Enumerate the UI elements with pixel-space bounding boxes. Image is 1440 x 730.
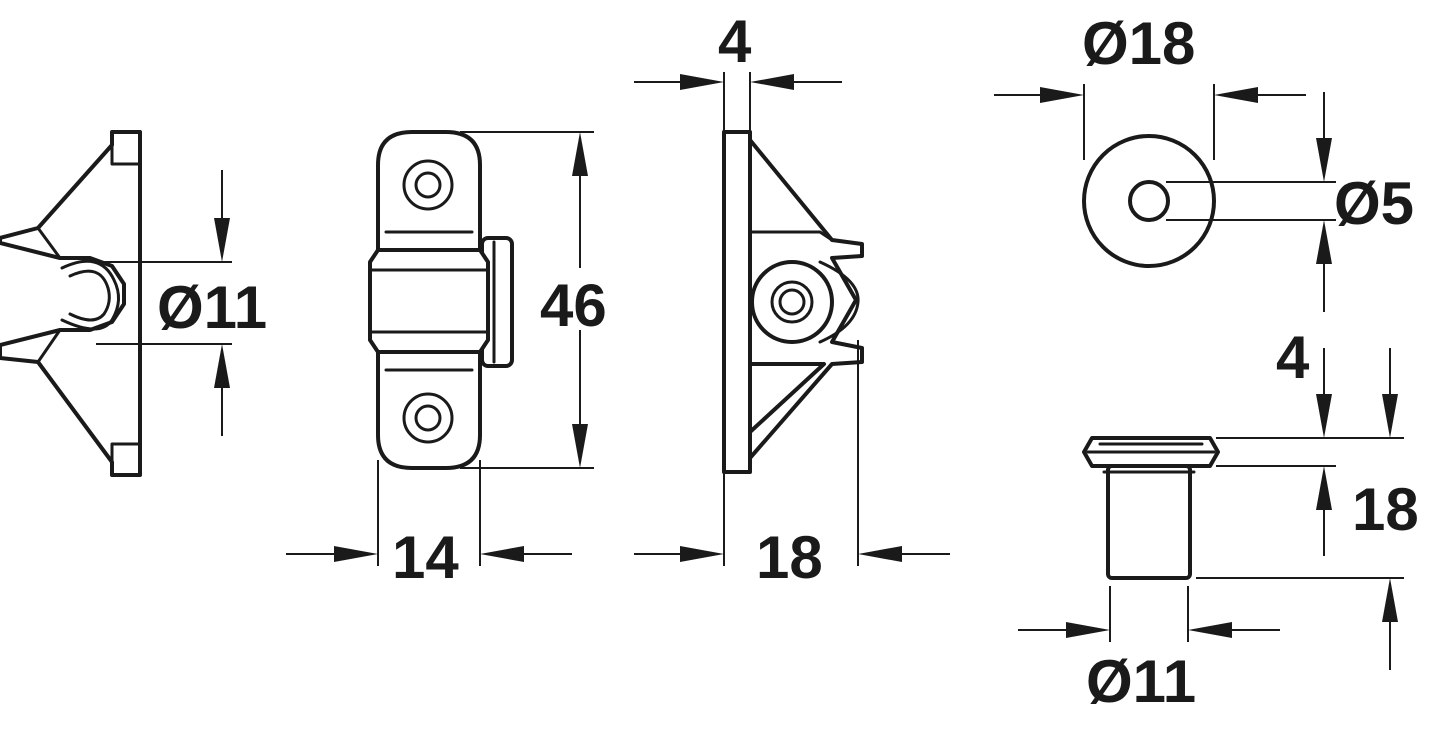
catch-side-opening-arc-inner [68,269,111,322]
dim-label-front-width: 14 [392,524,459,591]
dim-pin-top-diameter: Ø18 [994,10,1306,160]
catch-front-lower-hole-outer [402,392,454,444]
dim-label-profile-depth: 18 [756,524,823,591]
catch-side-outline [0,130,142,477]
catch-front-upper-hole-outer [402,159,454,211]
catch-side-opening-arc [60,259,120,331]
dim-label-front-height: 46 [540,272,607,339]
dim-front-height: 46 [460,131,607,469]
catch-profile-roller-outer [750,260,834,344]
dim-pin-head-height: 4 [1216,324,1404,467]
dim-pin-shaft-diameter: Ø11 [1018,586,1280,715]
pin-top-view [1082,134,1216,268]
catch-front-lower-hole-inner [414,404,442,432]
catch-front-lower-tab [376,350,482,470]
pin-side-view [1082,436,1220,580]
dim-side-diameter: Ø11 [96,170,267,436]
dim-label-pin-shaft-diameter: Ø11 [1086,648,1196,715]
pin-top-hole [1128,180,1170,222]
dim-label-pin-head-height: 4 [1276,324,1310,391]
dim-pin-hole-diameter: Ø5 [1166,92,1414,312]
dim-label-pin-height: 18 [1352,476,1419,543]
catch-profile-roller-mid [770,280,814,324]
catch-profile-roller-arc [818,260,860,344]
dim-label-side-diameter: Ø11 [157,274,267,341]
catch-side-inner-lines [36,143,142,464]
catch-profile-roller-inner [778,288,806,316]
dim-front-width: 14 [286,460,572,591]
catch-profile-bracket-inner [748,138,834,242]
catch-profile-plate [722,130,752,474]
catch-front-view [368,130,514,470]
dim-profile-depth: 18 [634,340,950,591]
dim-label-pin-hole-diameter: Ø5 [1334,170,1414,237]
dim-label-pin-top-diameter: Ø18 [1082,10,1195,77]
dim-pin-height: 18 [1196,466,1419,670]
dim-profile-plate-thickness: 4 [634,8,842,132]
catch-side-view [0,130,142,477]
catch-front-upper-tab [376,130,482,252]
catch-front-center-body [368,248,490,354]
catch-profile-view [722,130,864,474]
pin-side-shaft [1106,464,1192,580]
dim-label-plate-thickness: 4 [718,8,752,75]
catch-front-upper-hole-inner [414,171,442,199]
